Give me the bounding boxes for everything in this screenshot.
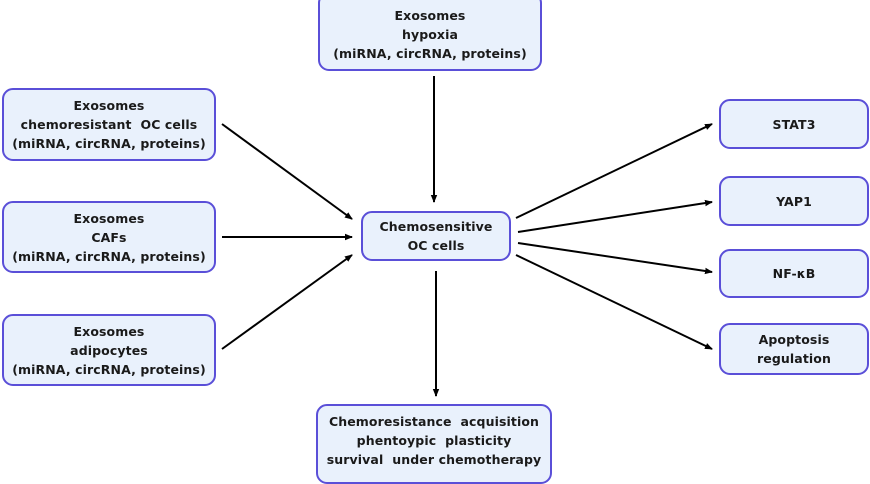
node-exosomes-hypoxia: Exosomes hypoxia (miRNA, circRNA, protei… [318,0,542,71]
node-line: Exosomes [73,323,145,339]
node-line: OC cells [407,238,465,253]
arrow-center-to-nfkb [517,242,713,275]
node-line: phentoypic plasticity [356,432,512,448]
node-line: Chemoresistance acquisition [328,413,540,429]
node-apoptosis-regulation: Apoptosis regulation [719,323,869,375]
node-exosomes-cafs: Exosomes CAFs (miRNA, circRNA, proteins) [2,201,216,273]
node-nf-kb: NF-κB [719,249,869,298]
node-line: Apoptosis [758,332,830,347]
node-exosomes-chemoresistant-oc-cells: Exosomes chemoresistant OC cells (miRNA,… [2,88,216,161]
node-line: survival under chemotherapy [326,451,542,467]
node-line: NF-κB [772,266,816,281]
node-exosomes-adipocytes: Exosomes adipocytes (miRNA, circRNA, pro… [2,314,216,386]
node-chemoresistance-outcome: Chemoresistance acquisition phentoypic p… [316,404,552,484]
node-line: (miRNA, circRNA, proteins) [333,46,527,61]
arrow-adipocytes-to-center [221,254,353,350]
node-line: Exosomes [73,210,145,226]
arrow-center-to-apoptosis [515,254,713,350]
node-stat3: STAT3 [719,99,869,149]
node-line: regulation [757,351,831,366]
node-yap1: YAP1 [719,176,869,226]
node-line: (miRNA, circRNA, proteins) [12,361,206,377]
node-line: (miRNA, circRNA, proteins) [12,248,206,264]
node-line: CAFs [91,229,127,245]
arrow-center-to-stat3 [515,123,713,219]
node-line: chemoresistant OC cells [20,117,198,132]
arrow-chemoresistant-to-center [221,123,353,220]
arrow-center-to-yap1 [517,199,713,233]
node-line: YAP1 [776,193,812,209]
arrows-layer [221,76,713,397]
node-line: adipocytes [70,342,148,358]
node-line: STAT3 [772,116,816,132]
node-line: Exosomes [394,8,466,23]
node-chemosensitive-oc-cells: Chemosensitive OC cells [361,211,511,261]
node-line: Chemosensitive [379,219,493,234]
node-line: Exosomes [73,98,145,113]
node-line: hypoxia [401,27,459,42]
node-line: (miRNA, circRNA, proteins) [12,136,206,151]
